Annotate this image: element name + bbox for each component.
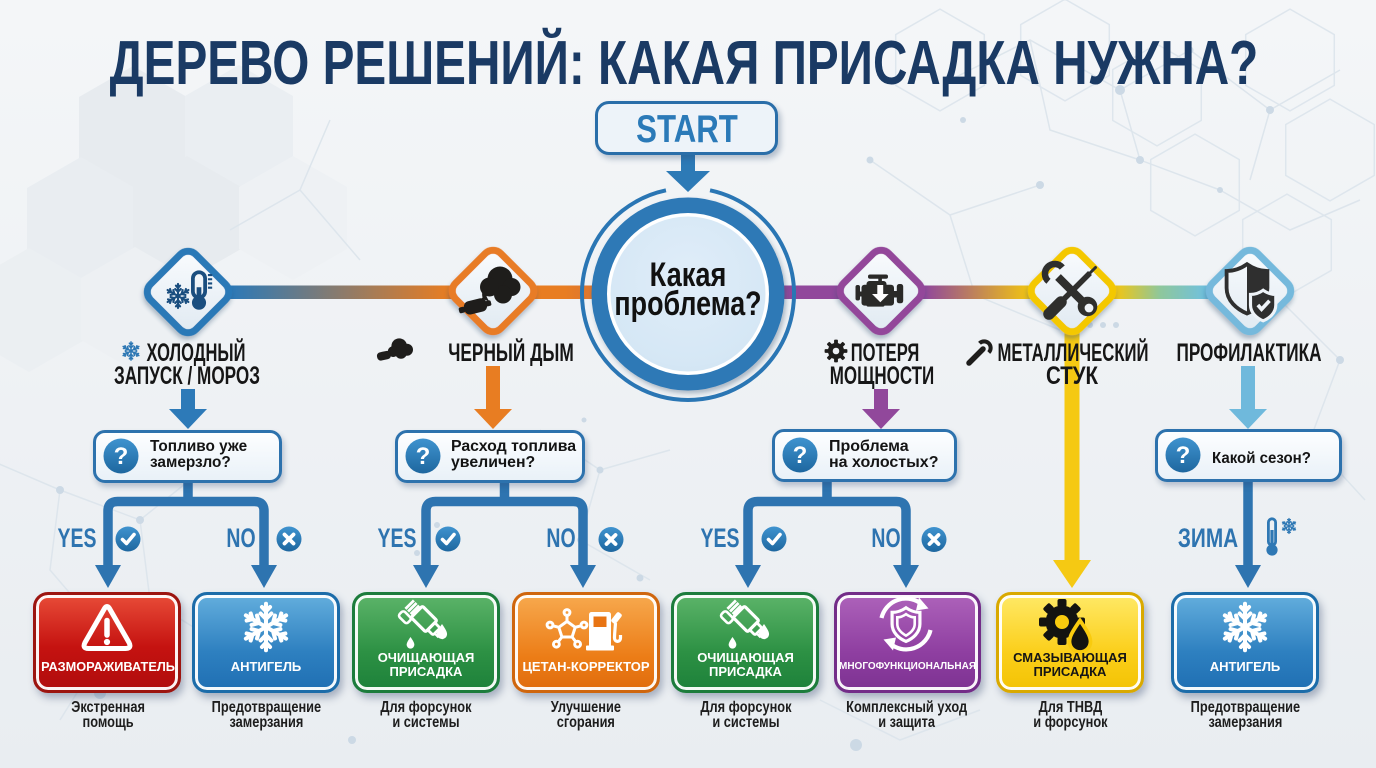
svg-text:?: ? — [114, 443, 129, 470]
